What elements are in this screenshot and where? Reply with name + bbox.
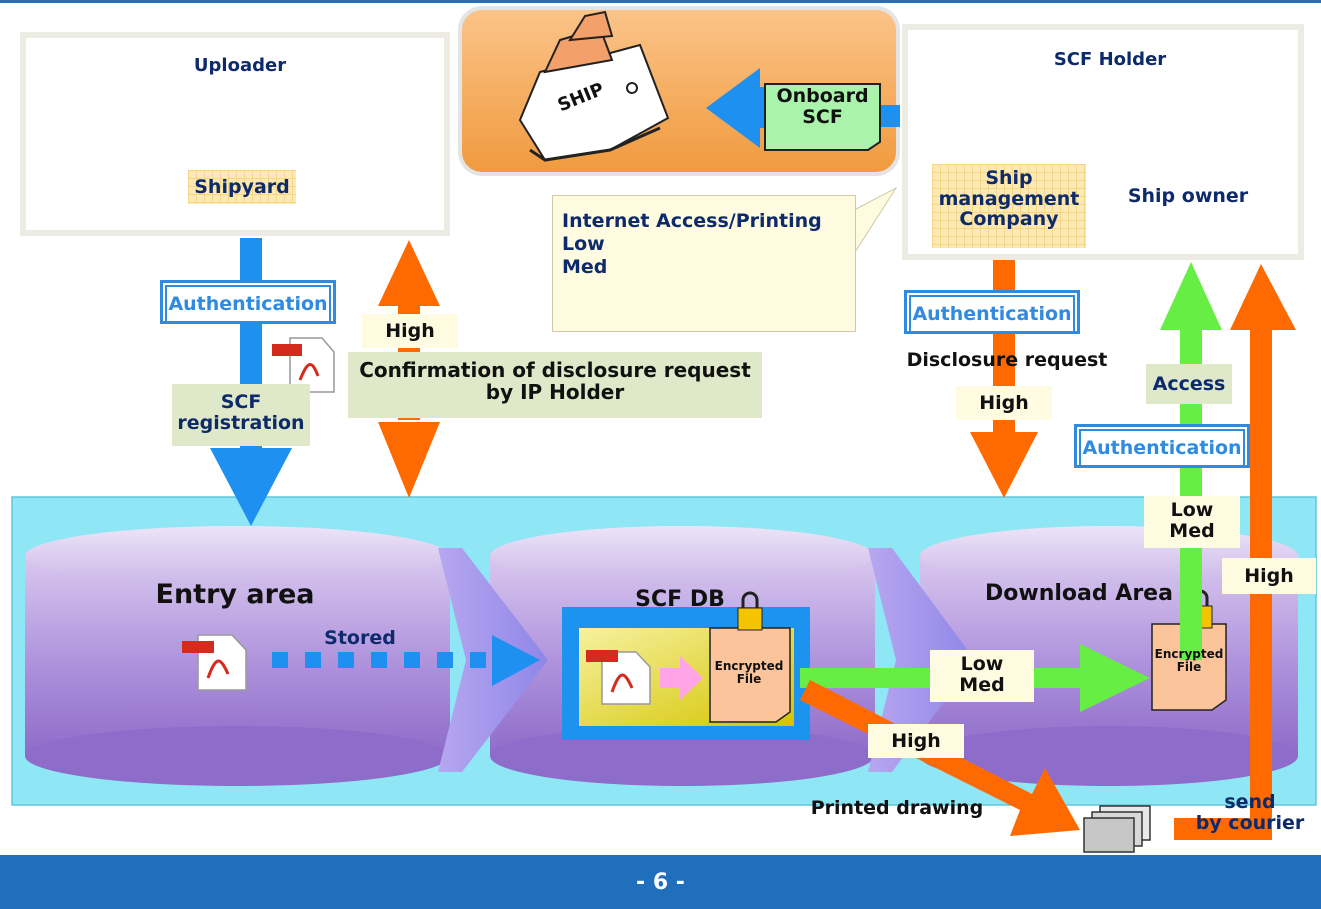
disclosure-arrow-head bbox=[970, 432, 1038, 498]
scf-registration-label: SCF registration bbox=[172, 384, 310, 446]
green-arrow-access-head bbox=[1160, 262, 1222, 330]
authentication-badge-uploader: Authentication bbox=[160, 280, 336, 324]
printed-sheets-icon bbox=[1083, 805, 1151, 853]
disclosure-request-label: Disclosure request bbox=[906, 349, 1108, 371]
onboard-scf-note bbox=[764, 83, 881, 151]
high-label-courier: High bbox=[1222, 558, 1316, 594]
scf-holder-title: SCF Holder bbox=[1053, 49, 1167, 70]
scf-db-label: SCF DB bbox=[635, 587, 725, 612]
blue-arrow-to-ship bbox=[706, 68, 770, 148]
pink-arrow bbox=[660, 656, 703, 700]
entry-area-label: Entry area bbox=[155, 579, 315, 610]
uploader-title: Uploader bbox=[193, 55, 287, 76]
ship-owner-label: Ship owner bbox=[1127, 185, 1249, 207]
stored-label: Stored bbox=[324, 627, 396, 649]
low-med-label-download: Low Med bbox=[930, 650, 1034, 702]
pdf-icon-registration bbox=[272, 337, 335, 393]
green-arrow-access-shaft bbox=[1180, 320, 1202, 660]
low-med-label-access: Low Med bbox=[1144, 496, 1240, 548]
orange-arrow-down bbox=[378, 422, 440, 498]
pdf-icon-db bbox=[586, 650, 651, 705]
high-label-confirmation: High bbox=[362, 314, 458, 348]
orange-arrow-up bbox=[378, 240, 440, 306]
chevron-arrow-2 bbox=[868, 548, 975, 772]
printed-drawing-label: Printed drawing bbox=[810, 797, 984, 819]
authentication-badge-disclosure: Authentication bbox=[904, 290, 1080, 334]
download-area-label: Download Area bbox=[985, 581, 1173, 606]
orange-arrow-print bbox=[800, 680, 1080, 836]
send-by-courier-label: send by courier bbox=[1195, 791, 1305, 834]
printing-note bbox=[552, 195, 856, 332]
page-number: - 6 - bbox=[636, 869, 685, 895]
pdf-icon-entry bbox=[182, 634, 247, 691]
authentication-badge-access: Authentication bbox=[1074, 424, 1250, 468]
high-label-disclosure: High bbox=[956, 386, 1052, 420]
printing-note-text: Internet Access/Printing Low Med bbox=[562, 210, 822, 278]
encrypted-file-label-db: Encrypted File bbox=[714, 659, 784, 686]
ship-icon bbox=[518, 10, 670, 162]
confirmation-label: Confirmation of disclosure request by IP… bbox=[348, 352, 762, 418]
page-footer: - 6 - bbox=[0, 855, 1321, 909]
encrypted-file-label-download: Encrypted File bbox=[1154, 647, 1224, 674]
blue-arrow-head bbox=[210, 448, 292, 526]
access-label: Access bbox=[1146, 364, 1232, 404]
onboard-scf-label: Onboard SCF bbox=[776, 85, 869, 128]
shipyard-label: Shipyard bbox=[188, 170, 296, 204]
stored-arrow bbox=[272, 635, 540, 686]
encrypted-file-db bbox=[709, 591, 791, 723]
top-rule bbox=[0, 0, 1321, 3]
ship-management-company-label: Ship management Company bbox=[932, 164, 1086, 248]
courier-arrow-head bbox=[1230, 264, 1296, 330]
high-label-print: High bbox=[868, 724, 964, 758]
